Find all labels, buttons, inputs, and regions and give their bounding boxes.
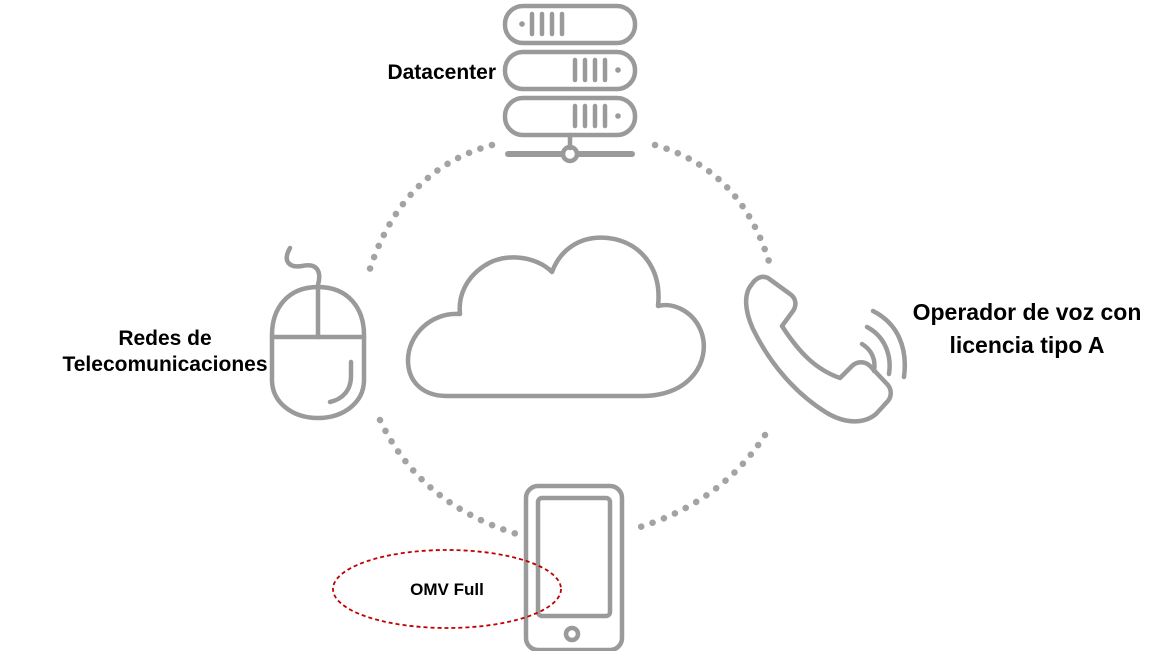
smartphone-icon: [523, 483, 625, 651]
connection-ring: [364, 141, 774, 539]
label-operador-voz: Operador de voz con licencia tipo A: [885, 296, 1169, 363]
label-operador-line2: licencia tipo A: [949, 332, 1105, 359]
phone-handset-icon: [743, 274, 908, 424]
label-datacenter: Datacenter: [387, 61, 496, 84]
omv-highlight-ellipse: [332, 549, 562, 629]
cloud-icon: [405, 235, 706, 399]
ring-arc-bottom-right: [626, 431, 769, 534]
label-operador-line1: Operador de voz con: [912, 299, 1142, 325]
ring-arc-top-left: [364, 141, 496, 279]
label-omv-full: OMV Full: [410, 580, 484, 599]
ring-arc-bottom-left: [376, 416, 524, 539]
label-redes-line1: Redes de: [118, 327, 212, 350]
label-redes-telecomunicaciones: Redes de Telecomunicaciones: [40, 326, 290, 379]
label-redes-line2: Telecomunicaciones: [62, 353, 268, 377]
ring-arc-top-right: [651, 141, 774, 269]
server-rack-icon: [502, 3, 638, 164]
computer-mouse-icon: [269, 245, 367, 421]
